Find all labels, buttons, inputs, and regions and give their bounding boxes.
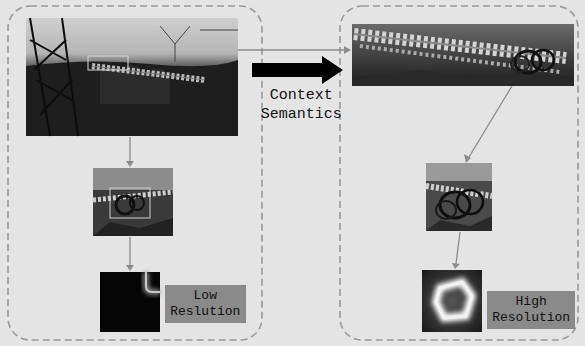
left-panel xyxy=(8,6,262,340)
insulator-photo xyxy=(352,24,574,86)
resolution-tag: High Resolution xyxy=(487,291,575,329)
right-panel xyxy=(340,6,578,340)
arrow-label: Context Semantics xyxy=(258,86,344,124)
crop-photo xyxy=(426,163,492,231)
resolution-tag: Low Reslution xyxy=(165,285,246,323)
substation-photo xyxy=(26,18,238,136)
high-res-heatmap xyxy=(422,270,482,332)
crop-photo xyxy=(93,168,173,236)
tag-text: Low Reslution xyxy=(169,288,242,320)
context-arrow xyxy=(252,56,343,84)
low-res-heatmap xyxy=(100,272,160,332)
leader-arrow xyxy=(126,46,512,271)
tag-text: High Resolution xyxy=(491,294,571,326)
